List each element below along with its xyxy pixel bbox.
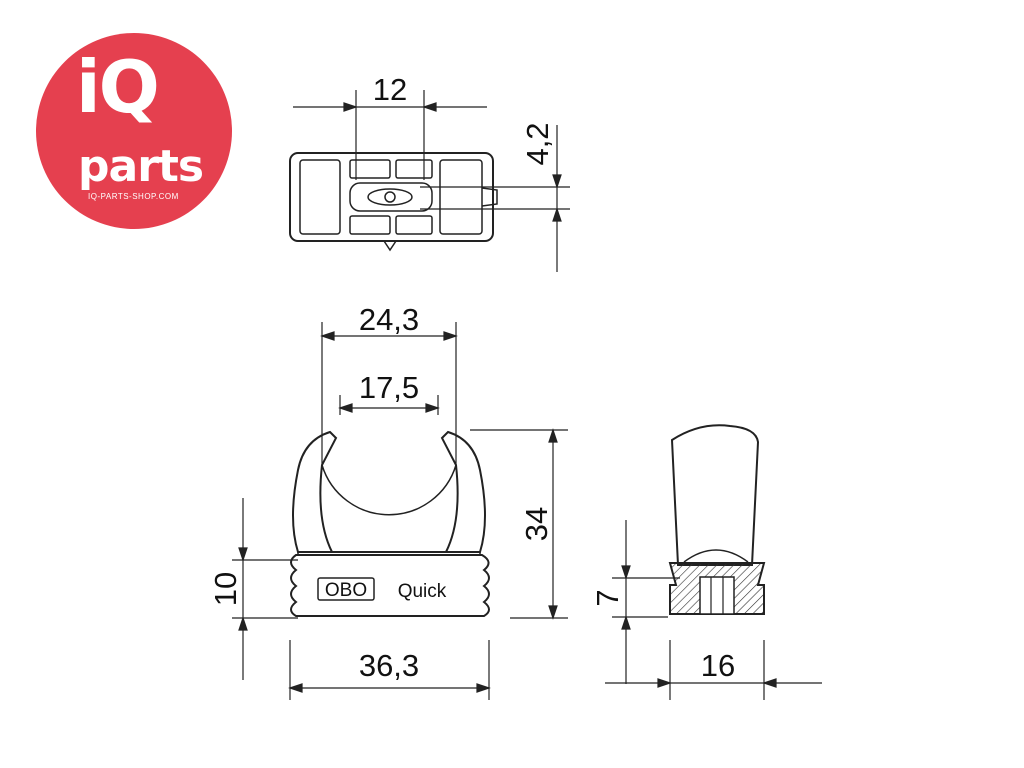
side-height-label: 7: [590, 589, 625, 606]
outer-opening-label: 24,3: [359, 302, 419, 337]
obo-stamp-box: [317, 577, 375, 601]
inner-opening-label: 17,5: [359, 370, 419, 405]
top-height-label: 4,2: [520, 122, 555, 165]
logo-brand-sub: parts: [78, 141, 204, 192]
side-arm: [670, 424, 760, 566]
side-view: [668, 424, 766, 615]
top-view: [289, 152, 498, 252]
top-view-dimensions: [293, 90, 570, 272]
base-height-label: 10: [208, 572, 243, 606]
logo-brand-main: iQ: [76, 45, 160, 129]
obo-stamp-text: Quick: [398, 581, 447, 602]
clip-base: [290, 554, 490, 617]
front-view: [290, 430, 490, 617]
iq-parts-logo: iQ parts IQ-PARTS-SHOP.COM: [36, 33, 232, 229]
clip-height-label: 34: [519, 507, 554, 541]
side-view-dimensions: [605, 520, 822, 700]
side-width-label: 16: [701, 648, 735, 683]
obo-stamp-brand: OBO: [325, 580, 367, 601]
clip-inner-arc: [321, 464, 457, 516]
top-view-outline: [289, 152, 494, 242]
logo-website: IQ-PARTS-SHOP.COM: [88, 192, 179, 201]
clip-body: [292, 430, 486, 553]
front-view-dimensions: [232, 322, 568, 700]
base-width-label: 36,3: [359, 648, 419, 683]
top-width-label: 12: [373, 72, 407, 107]
